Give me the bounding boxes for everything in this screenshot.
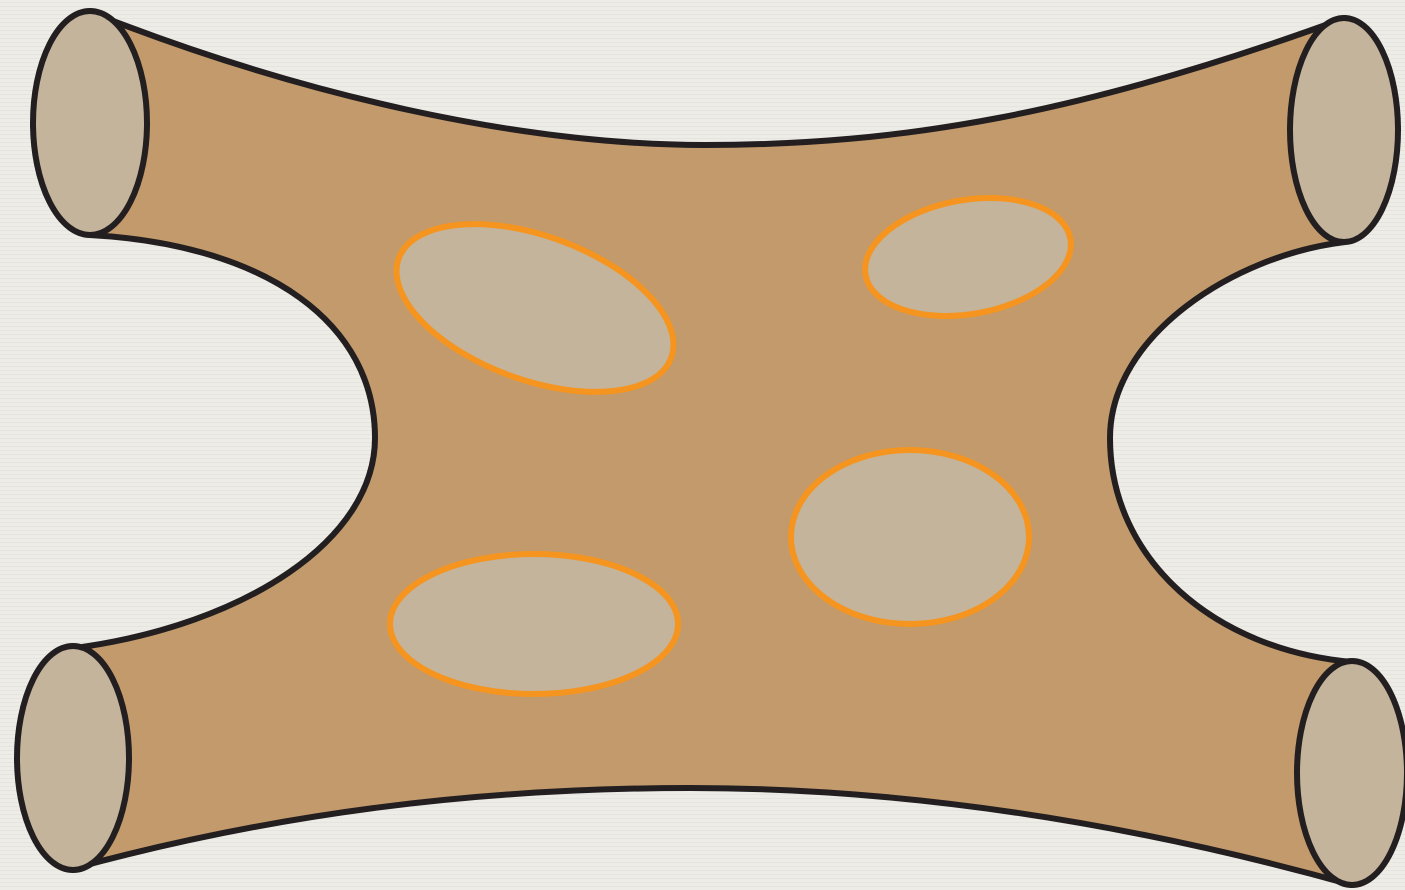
interior-hole-middle-right	[791, 450, 1029, 624]
boundary-circle-bottom-right	[1297, 661, 1405, 885]
boundary-circle-top-right	[1290, 18, 1398, 242]
interior-hole-bottom-left	[390, 554, 678, 694]
boundary-circle-bottom-left	[17, 646, 129, 870]
boundary-circle-top-left	[33, 11, 147, 235]
